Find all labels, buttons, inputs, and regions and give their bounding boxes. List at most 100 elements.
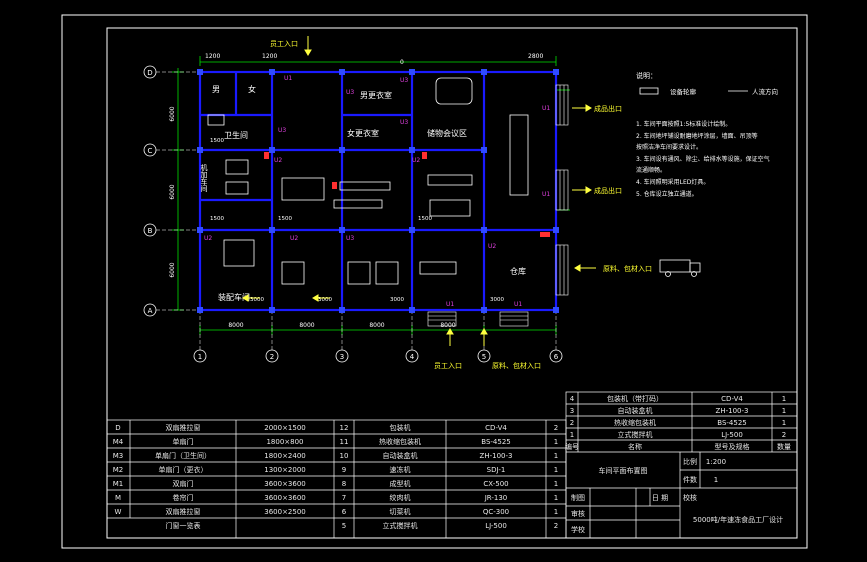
left-table-cell-name: 门窗一览表 [166,521,201,530]
tb-scale-label: 比例 [683,457,697,466]
note-2: 2. 车间地坪铺设耐磨地坪涂层，墙面、吊顶等 [636,132,758,140]
room-meeting: 储物会议区 [427,128,467,138]
left-table-cell-equipment: 成型机 [390,479,411,488]
left-table-cell-qty: 1 [554,452,558,460]
axis-label-1: 1 [198,353,202,361]
tb-r4-name: 立式搅拌机 [618,430,653,439]
tag-u1-d: U1 [446,301,454,308]
left-table-cell-no2: 10 [340,452,349,460]
left-table-cell-qty: 2 [554,424,558,432]
equipment-markers [264,152,550,237]
right-windows [555,84,569,296]
axis-label-6: 6 [554,353,559,361]
room-female-wc: 女 [248,84,256,94]
tag-u3-c: U3 [400,77,408,84]
dim-bottom-2: 8000 [299,322,314,329]
tag-u3-e: U3 [346,235,354,242]
outer-frame [61,14,808,549]
dim-top-3: 0 [400,59,404,66]
tag-u1-a: U1 [284,75,292,82]
left-table-cell-no2: 7 [342,494,346,502]
tag-u2-b: U2 [204,235,212,242]
walls [198,70,558,312]
legend-notes: 说明： 设备轮廓 人流方向 1. 车间平面按照1:5标准设计绘制。 2. 车间地… [636,71,778,198]
left-table-cell-qty: 1 [554,508,558,516]
tag-u3-d: U3 [400,119,408,126]
note-3: 3. 车间设有通风、除尘、给排水等设施，保证空气 [636,155,770,163]
tb-header-name: 名称 [628,442,642,451]
left-table-cell-equipment: 速冻机 [390,465,411,474]
tag-u2-e: U2 [412,157,420,164]
staff-entrance-top: 员工入口 [270,40,298,48]
dim-bottom-4: 8000 [440,322,455,329]
tag-u3-a: U3 [346,89,354,96]
left-table-cell-name: 双扇门 [173,479,194,488]
left-table-cell-no: M [115,494,121,502]
dim-left-3: 6000 [169,262,176,277]
left-table-cell-no2: 5 [342,522,346,530]
left-table-cell-size: 3600×3600 [264,480,306,488]
left-table-cell-equipment: 自动装盒机 [383,451,418,460]
dim-bottom-3: 8000 [369,322,384,329]
left-table-cell-name: 单扇门 [173,437,194,446]
tb-scale-value: 1:200 [706,458,726,466]
left-table-cell-qty: 2 [554,522,558,530]
tag-u2-d: U2 [488,243,496,250]
dim-misc-4: 1500 [418,216,432,222]
dim-misc-8: 3000 [490,297,504,303]
tb-r1-qty: 1 [782,395,786,403]
left-table-cell-no2: 8 [342,480,346,488]
room-labels: 男 女 卫生间 男更衣室 女更衣室 储物会议区 机加车间 装配车间 仓库 [200,84,526,302]
dim-bottom-1: 8000 [228,322,243,329]
left-table-cell-name: 单扇门（卫生间） [155,451,211,460]
tag-u1-e: U1 [514,301,522,308]
tb-header-qty: 数量 [777,442,791,451]
tb-r3-spec: BS-4525 [717,419,746,427]
axis-label-2: 2 [270,353,274,361]
tb-piece-value: 1 [714,476,718,484]
left-table-cell-no2: 11 [340,438,349,446]
columns [197,69,559,313]
tb-check-label: 审核 [571,509,585,518]
left-table-cell-name: 卷帘门 [173,493,194,502]
tb-r4-no: 1 [570,431,574,439]
tb-date-label: 日 期 [652,494,668,502]
left-table-cell-spec: SDJ-1 [487,466,506,474]
tb-r4-spec: LJ-500 [721,431,743,439]
room-male-wc: 男 [212,85,220,94]
room-warehouse: 仓库 [510,266,526,276]
left-table-cell-qty: 1 [554,466,558,474]
left-table-cell-spec: ZH-100-3 [480,452,513,460]
tag-u2-a: U2 [274,157,282,164]
left-table-cell-no: D [115,424,120,432]
building-plan: D C B A 1 2 3 4 5 6 8000 [143,36,701,370]
material-entrance-bottom: 原料、包材入口 [492,361,541,370]
dim-top-1: 1200 [205,53,220,60]
dimension-texts: 8000 8000 8000 8000 6000 6000 6000 1200 … [169,53,543,329]
flow-arrows [242,36,596,346]
room-workshop-vertical: 机加车间 [200,163,208,193]
product-exit-1: 成品出口 [594,104,622,113]
truck-icon [659,259,701,277]
tag-u3-b: U3 [278,127,286,134]
left-table-cell-no2: 9 [342,466,346,474]
tb-drawing-name: 车间平面布置图 [599,466,648,475]
left-table-cell-spec: BS-4525 [481,438,510,446]
left-table-cell-size: 1800×800 [266,438,303,446]
tag-u1-c: U1 [542,191,550,198]
room-assembly: 装配车间 [218,292,250,302]
note-1: 1. 车间平面按照1:5标准设计绘制。 [636,120,731,128]
tb-r1-spec: CD-V4 [721,395,743,403]
dim-misc-3: 1500 [278,216,292,222]
tb-drawn-label: 制图 [571,493,585,502]
left-table-cell-name: 单扇门（更衣） [159,465,208,474]
dim-top-4: 2800 [528,53,543,60]
equipment-outlines [207,77,529,285]
tb-header-spec: 型号及规格 [715,442,750,451]
left-table-cell-spec: JR-130 [484,494,508,502]
tb-r2-spec: ZH-100-3 [716,407,749,415]
legend-flow-label: 人流方向 [752,87,778,96]
tb-r2-no: 3 [570,407,574,415]
dim-misc-5: 3000 [250,297,264,303]
material-entrance-right: 原料、包材入口 [603,264,652,273]
